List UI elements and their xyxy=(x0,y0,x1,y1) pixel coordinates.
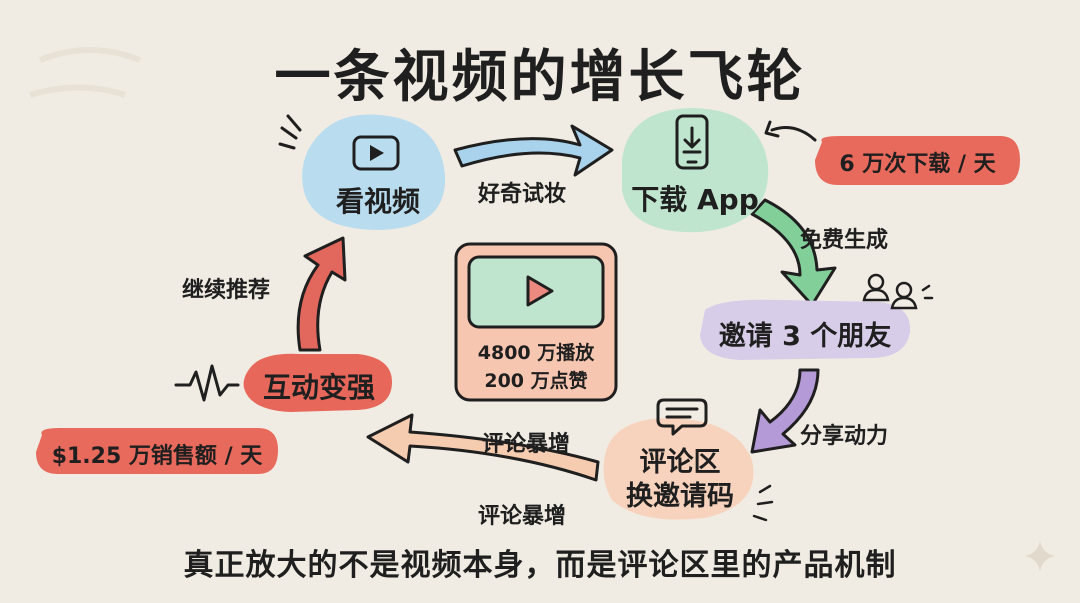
footer-caption: 真正放大的不是视频本身，而是评论区里的产品机制 xyxy=(0,540,1080,584)
arrow-badge-to-download xyxy=(772,128,815,140)
arrow-watch-to-download xyxy=(455,126,612,175)
edge-label-free-generate: 免费生成 xyxy=(800,222,888,254)
sketch-marks xyxy=(754,486,772,520)
attention-marks xyxy=(280,116,300,148)
wave-icon xyxy=(176,366,238,400)
center-plays: 4800 万播放 xyxy=(456,338,616,365)
page-title: 一条视频的增长飞轮 xyxy=(0,32,1080,113)
arrow-interaction-to-watch xyxy=(298,238,345,350)
center-likes: 200 万点赞 xyxy=(456,366,616,393)
edge-label-curiosity: 好奇试妆 xyxy=(478,176,566,208)
node-download-label: 下载 App xyxy=(625,178,765,218)
node-watch-label: 看视频 xyxy=(318,180,438,220)
edge-label-keep-recommend: 继续推荐 xyxy=(182,272,270,304)
node-invite-label: 邀请 3 个朋友 xyxy=(700,314,910,353)
edge-label-share-motivation: 分享动力 xyxy=(800,418,888,450)
badge-downloads-label: 6 万次下载 / 天 xyxy=(815,146,1020,178)
badge-sales-label: $1.25 万销售额 / 天 xyxy=(36,438,278,470)
edge-label-comments-surge-1: 评论暴增 xyxy=(482,426,570,458)
node-comment-label-line2: 换邀请码 xyxy=(610,474,750,513)
edge-label-comments-surge-2: 评论暴增 xyxy=(478,498,566,530)
node-interaction-label: 互动变强 xyxy=(248,366,390,406)
